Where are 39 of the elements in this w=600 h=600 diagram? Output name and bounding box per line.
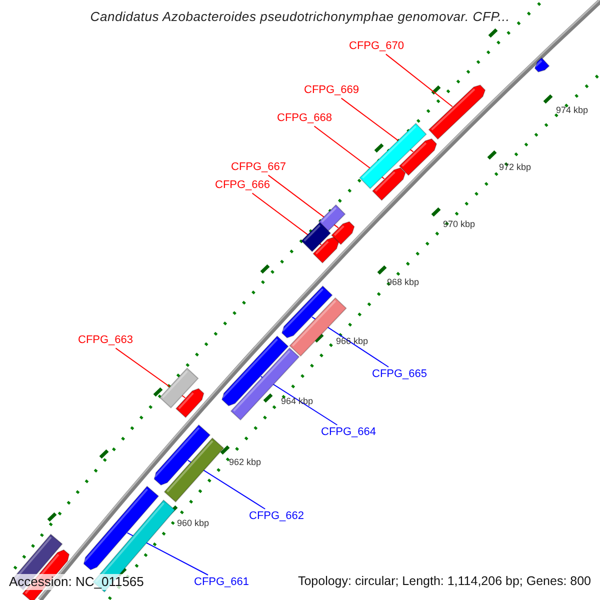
gene-label: CFPG_662 bbox=[249, 510, 304, 524]
position-label: 966 kbp bbox=[336, 336, 368, 347]
pointed-gene-bar bbox=[372, 167, 406, 201]
leader-line bbox=[385, 54, 453, 108]
gene-bar bbox=[300, 222, 332, 252]
leader-line bbox=[268, 174, 339, 228]
genome-info-text: Topology: circular; Length: 1,114,206 bp; Genes: 800 bbox=[298, 574, 591, 589]
position-label: 960 kbp bbox=[177, 518, 210, 529]
gene-label: CFPG_664 bbox=[321, 426, 376, 440]
gene-bar bbox=[230, 347, 300, 421]
pointed-gene-bar bbox=[534, 57, 550, 72]
gene-label: CFPG_661 bbox=[194, 576, 250, 590]
pointed-gene-bar bbox=[330, 221, 355, 246]
pointed-gene-bar bbox=[154, 424, 211, 486]
position-label: 962 kbp bbox=[229, 457, 262, 468]
gene-label: CFPG_667 bbox=[231, 161, 286, 174]
gene-bar bbox=[164, 437, 224, 503]
gene-bar bbox=[159, 368, 199, 408]
gene-bar bbox=[318, 204, 346, 232]
pointed-gene-bar bbox=[312, 236, 340, 264]
position-label: 968 kbp bbox=[387, 277, 420, 288]
position-label: 974 kbp bbox=[556, 105, 588, 116]
position-label: 970 kbp bbox=[443, 219, 476, 230]
position-label: 964 kbp bbox=[281, 396, 314, 407]
pointed-gene-bar bbox=[281, 285, 333, 338]
gene-label: CFPG_666 bbox=[215, 179, 270, 192]
gene-label: CFPG_668 bbox=[277, 112, 332, 126]
gene-label: CFPG_670 bbox=[349, 40, 404, 54]
gene-bar bbox=[359, 122, 427, 190]
position-label: 972 kbp bbox=[499, 162, 532, 173]
pointed-gene-bar bbox=[428, 84, 486, 140]
pointed-gene-bar bbox=[398, 138, 438, 176]
accession-text: Accession: NC_011565 bbox=[9, 574, 144, 590]
title: Candidatus Azobacteroides pseudotrichonymphae genomovar. CFP... bbox=[89, 9, 511, 25]
gene-label: CFPG_669 bbox=[304, 84, 360, 98]
pointed-gene-bar bbox=[175, 388, 204, 418]
gene-label: CFPG_663 bbox=[78, 334, 134, 348]
pointed-gene-bar bbox=[83, 486, 160, 570]
gene-label: CFPG_665 bbox=[372, 368, 428, 382]
